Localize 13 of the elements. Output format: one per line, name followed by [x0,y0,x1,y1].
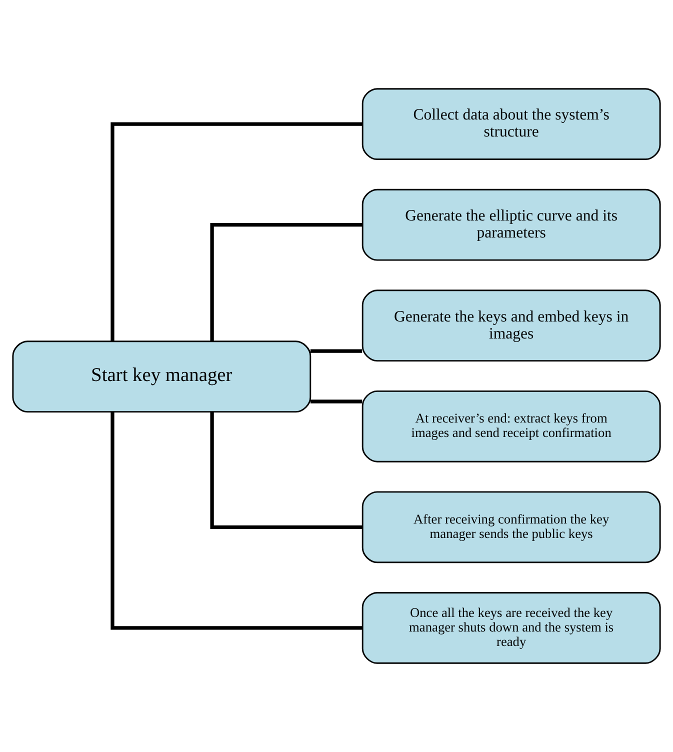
node-box: Once all the keys are received the key manager shuts down and the system is ready [362,592,661,664]
connector [210,412,363,529]
connector [110,122,362,341]
node-box: After receiving confirmation the key manager sends the public keys [362,491,661,564]
node-box: Generate the elliptic curve and its parameters [362,188,661,261]
connector [310,349,362,353]
node-box: At receiver’s end: extract keys from images and send receipt confirmation [362,390,661,462]
connector [310,400,362,404]
node-box: Collect data about the system’s structure [362,88,661,160]
node-box: Generate the keys and embed keys in images [362,290,661,362]
connector [110,412,362,630]
connector [210,223,363,342]
node-box: Start key manager [12,340,312,413]
